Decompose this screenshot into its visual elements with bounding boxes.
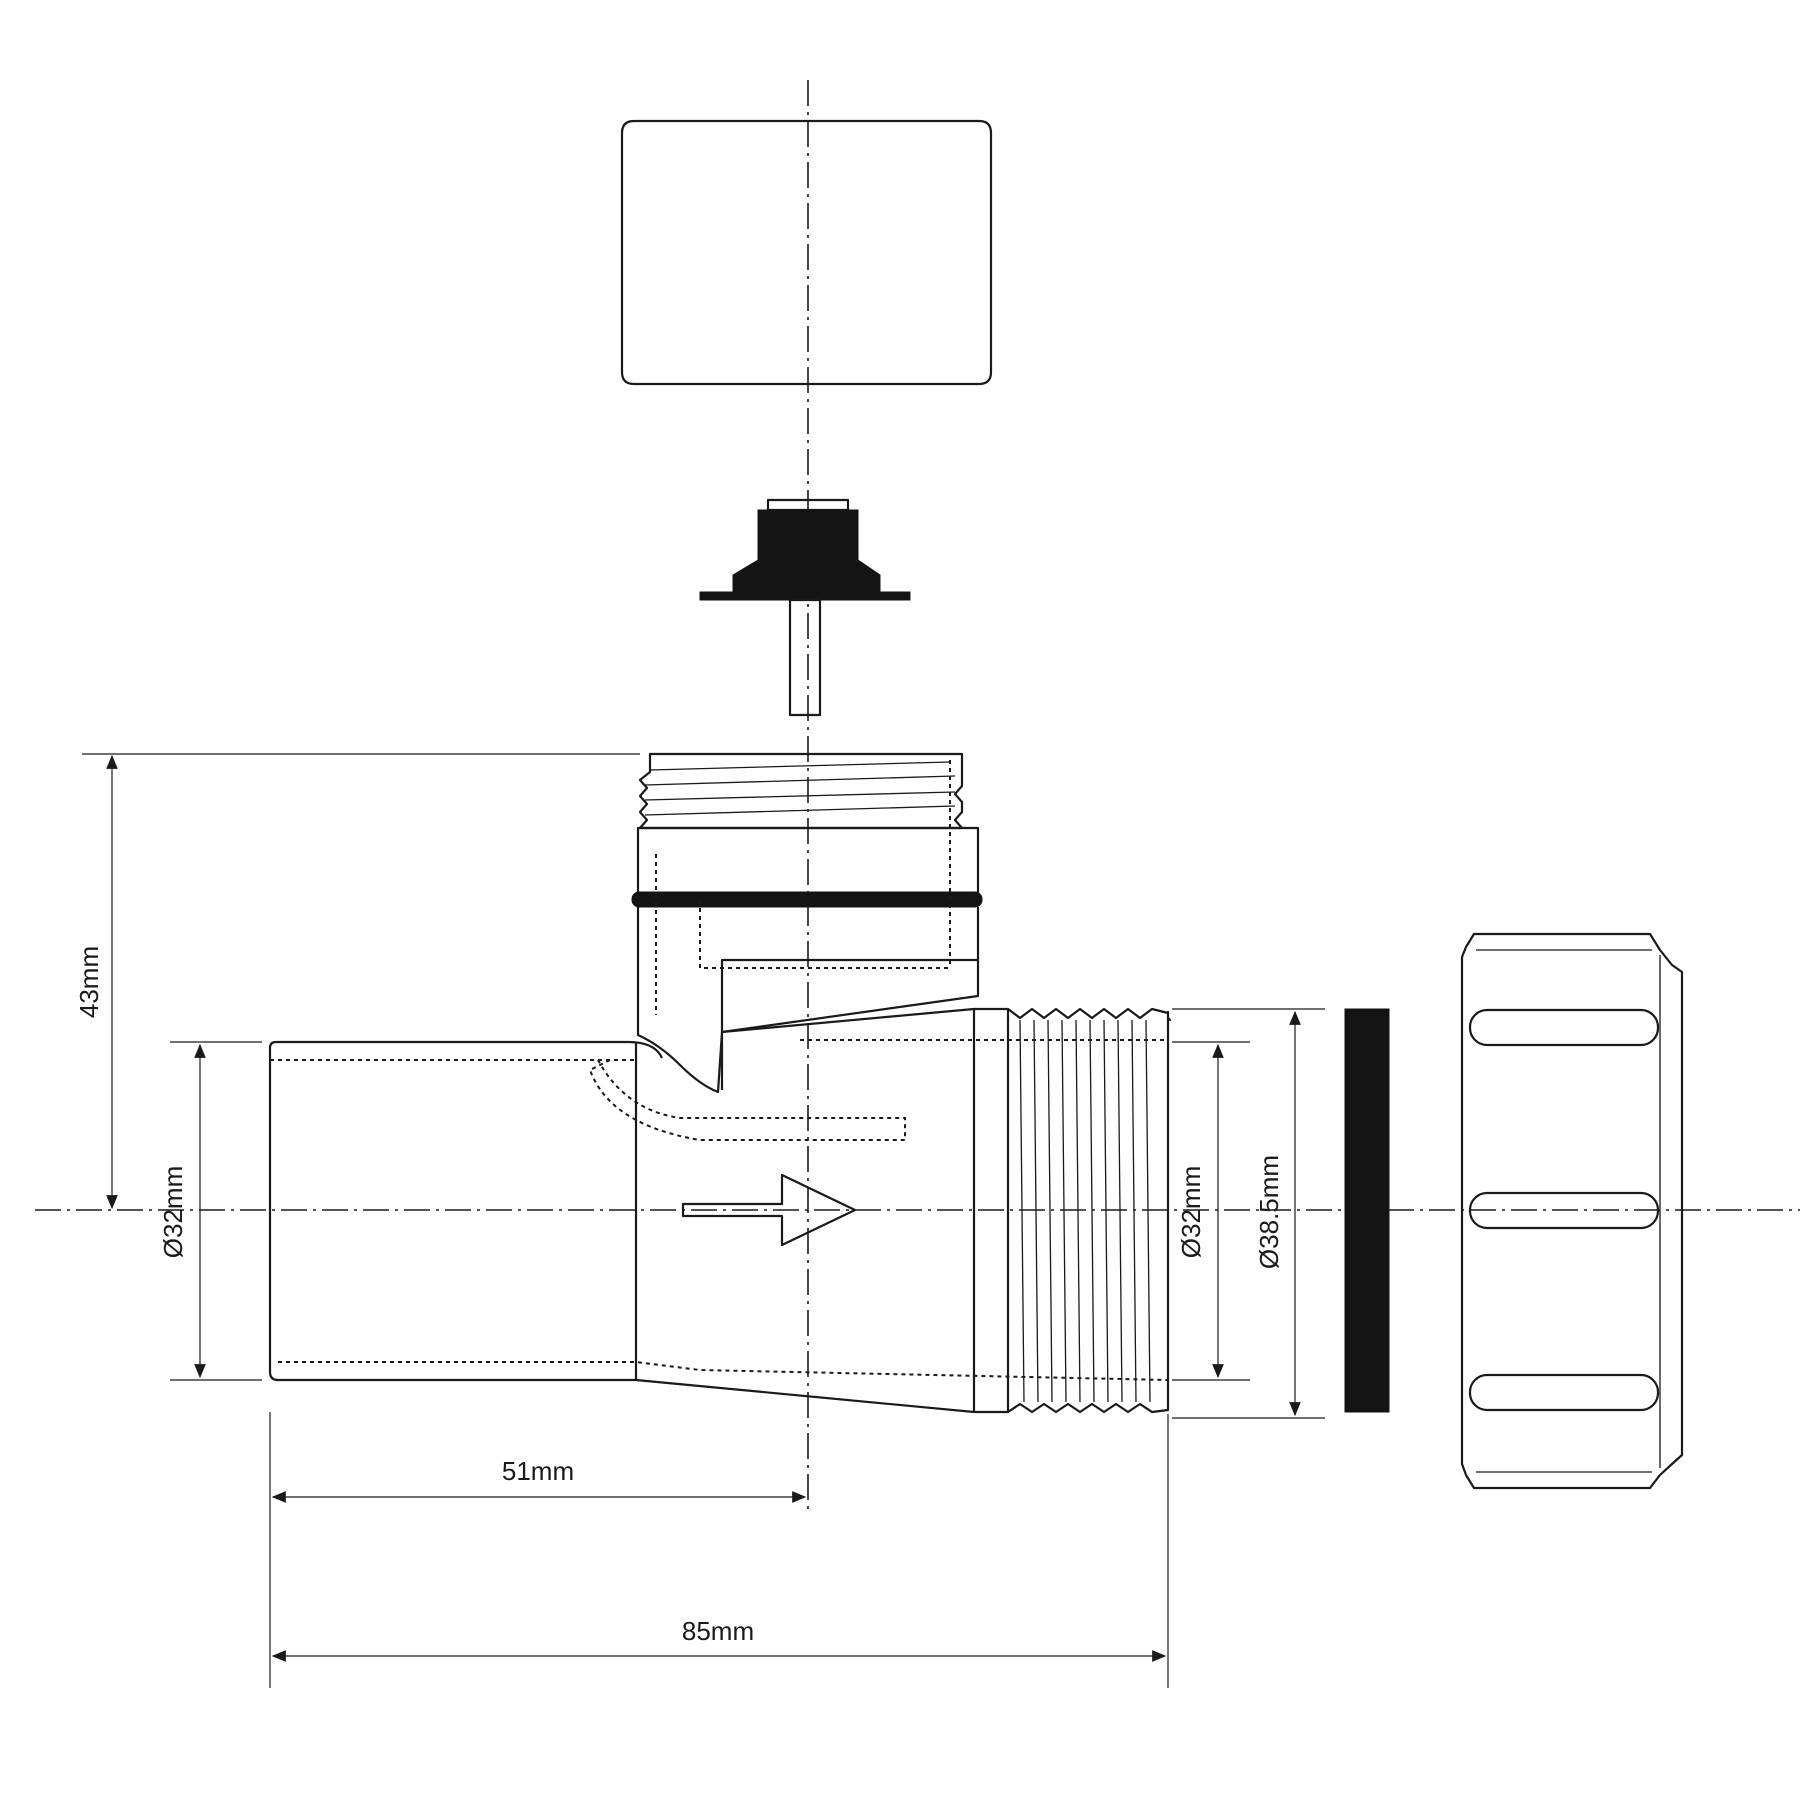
compression-nut (1460, 932, 1684, 1490)
dimension-inlet-diameter: Ø32mm (158, 1041, 262, 1381)
dimension-outlet-diameter: Ø32mm (1172, 1041, 1250, 1381)
inlet-diameter-label: Ø32mm (158, 1166, 188, 1258)
dimension-thread-diameter: Ø38.5mm (1172, 1008, 1325, 1419)
outlet-thread-lines (1019, 1019, 1151, 1403)
dimension-height: 43mm (74, 753, 640, 1210)
branch-offset-label: 51mm (502, 1456, 574, 1486)
valve-plug (699, 498, 911, 717)
sealing-washer (1344, 1008, 1390, 1413)
top-cap (620, 119, 993, 386)
dimension-branch-offset: 51mm (269, 1412, 807, 1688)
thread-diameter-label: Ø38.5mm (1254, 1155, 1284, 1269)
branch-thread-lines (644, 761, 956, 816)
dimension-overall-length: 85mm (271, 1414, 1169, 1688)
trap-body (268, 752, 1172, 1414)
outlet-thread-outline (1007, 1007, 1172, 1414)
plug-body (699, 509, 911, 601)
overall-length-label: 85mm (682, 1616, 754, 1646)
nut-grip-top (1468, 1008, 1660, 1047)
nut-grip-bottom (1468, 1373, 1660, 1412)
flow-arrow (681, 1173, 857, 1247)
branch-o-ring (631, 891, 983, 908)
nut-outline (1460, 932, 1684, 1490)
nut-edge-lines (1476, 949, 1661, 1473)
hidden-lines (270, 760, 1169, 1381)
main-pipe-outline (268, 1007, 1010, 1414)
nut-grip-middle (1468, 1191, 1660, 1230)
branch-thread-outline (638, 752, 964, 830)
branch-lower-outline (636, 907, 980, 1094)
height-label: 43mm (74, 946, 104, 1018)
outlet-diameter-label: Ø32mm (1176, 1166, 1206, 1258)
plug-stem (788, 598, 822, 717)
center-lines (35, 80, 1800, 1515)
